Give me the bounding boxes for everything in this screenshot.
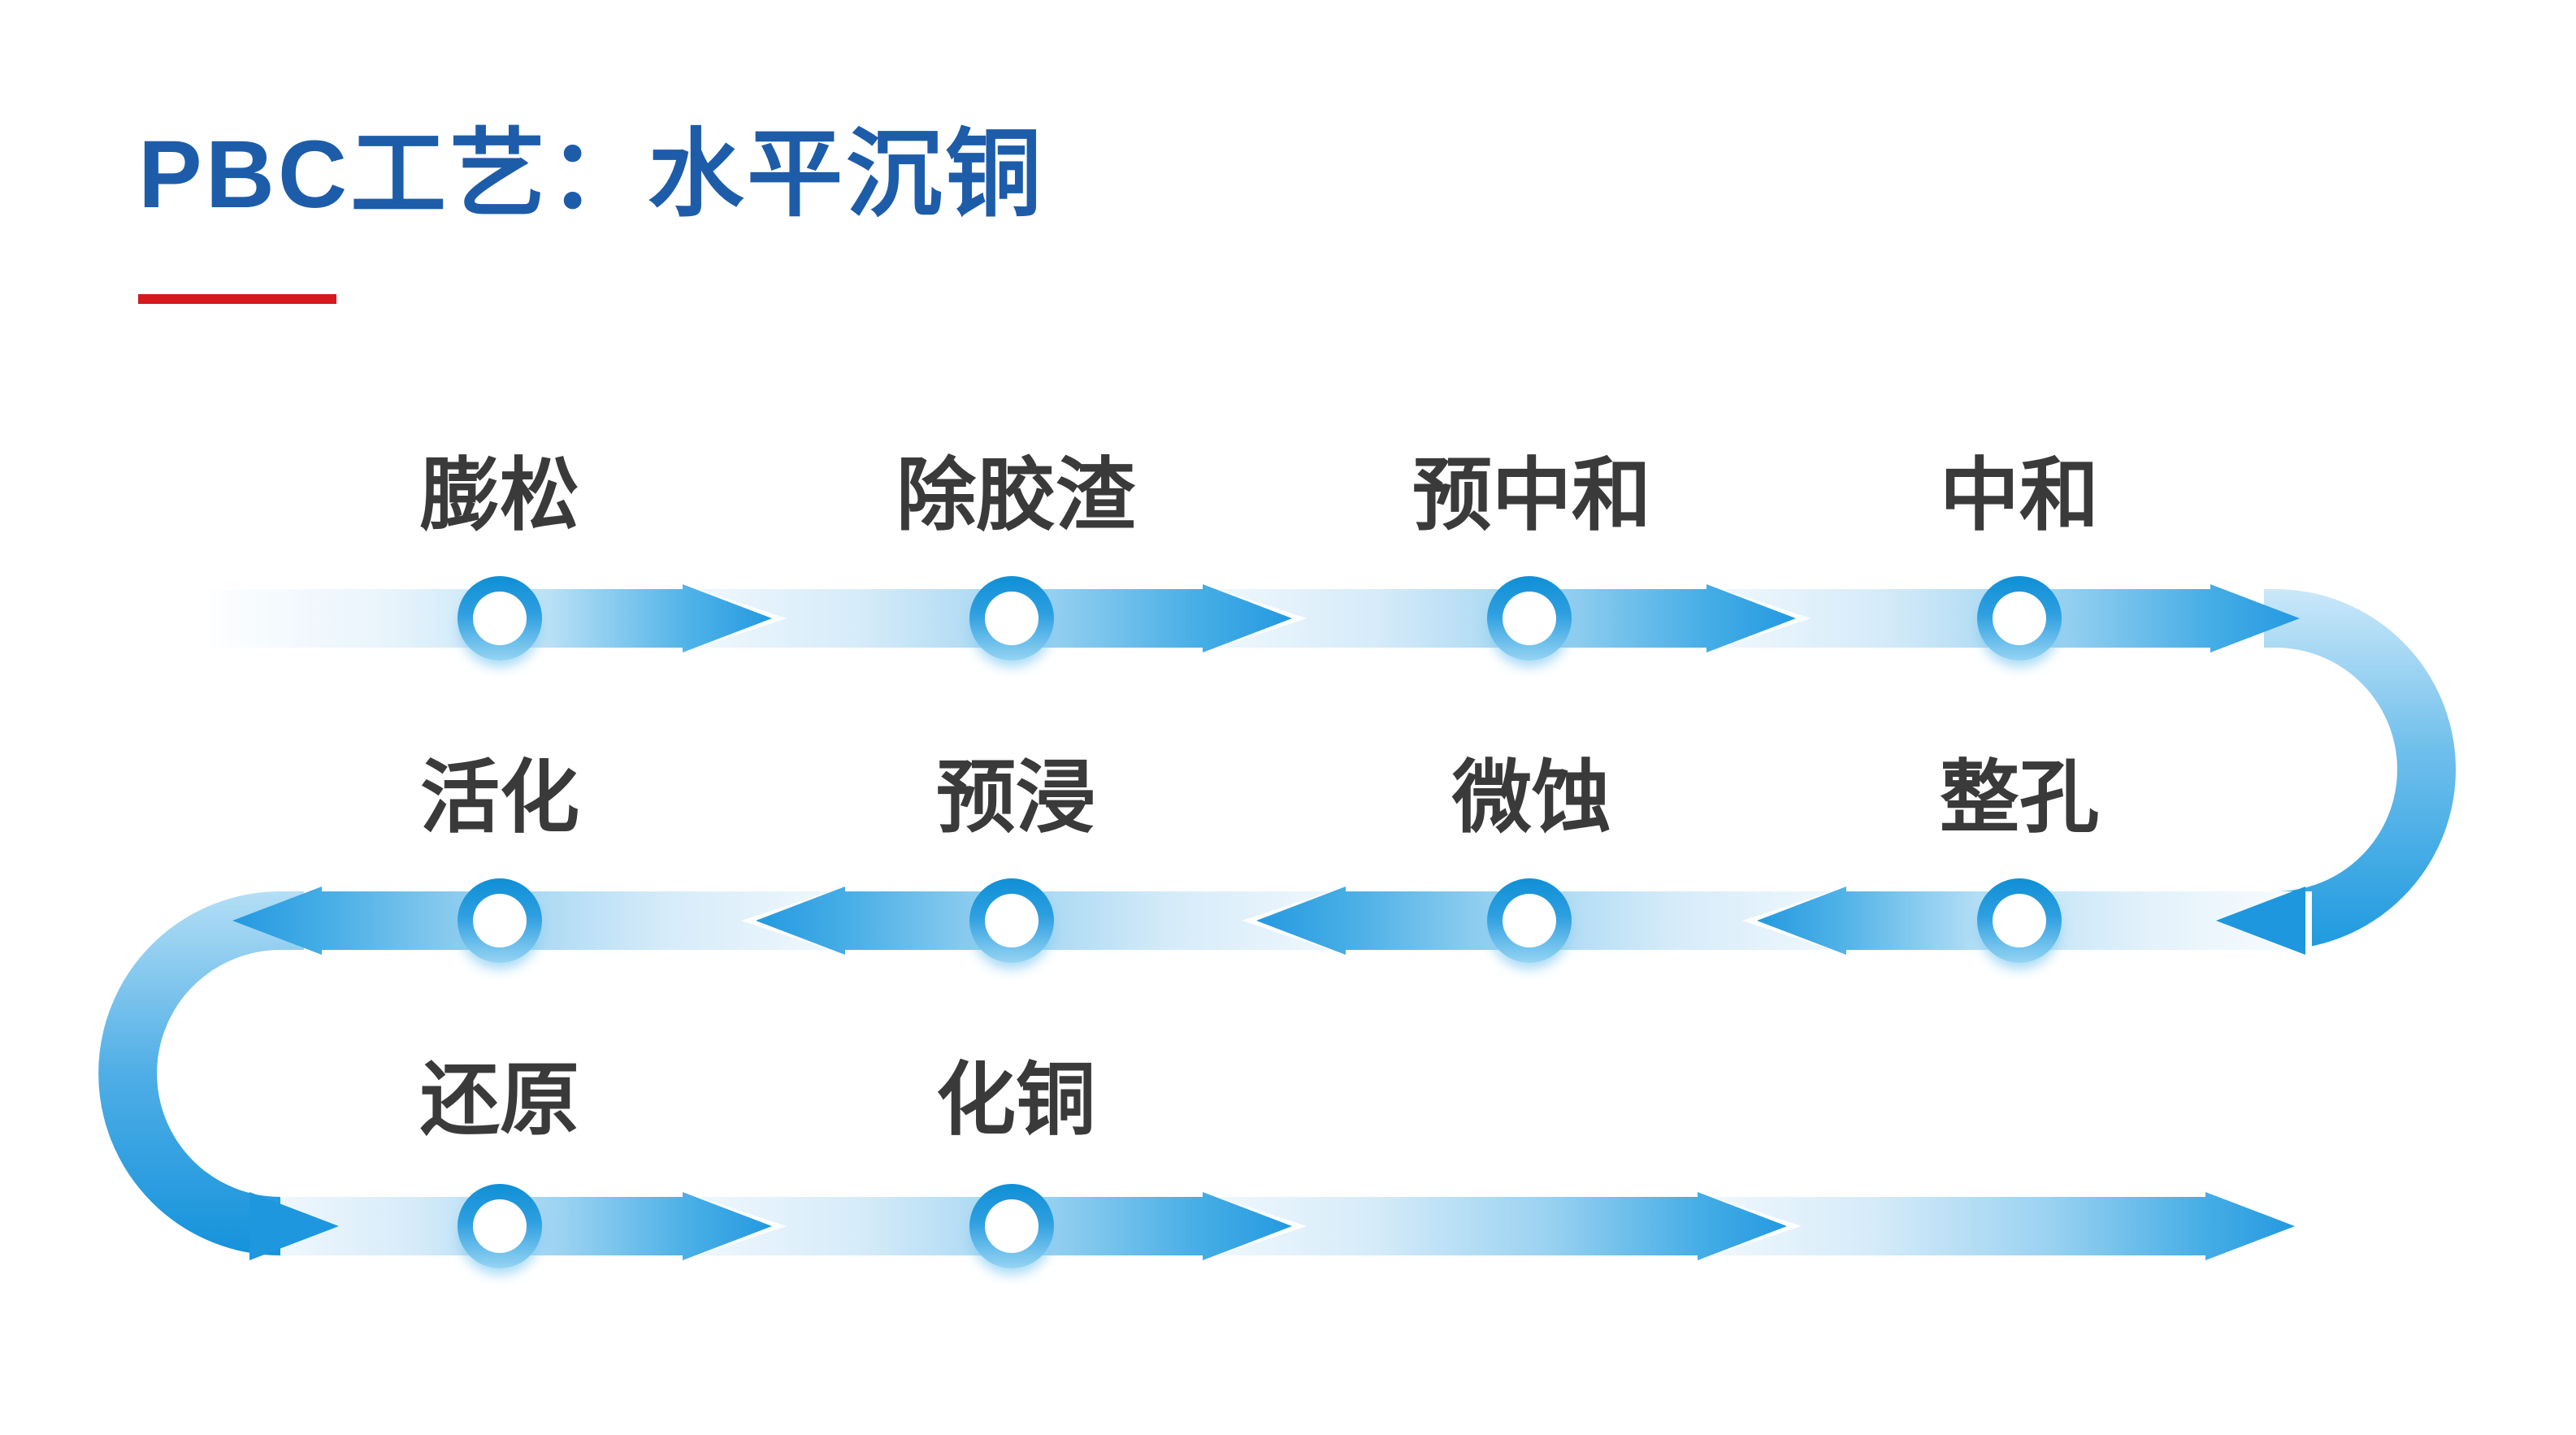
step-node-icon [969, 878, 1054, 963]
right-uturn-curve [2264, 589, 2456, 950]
step-6-label: 微蚀 [1451, 752, 1612, 842]
step-8-label: 活化 [419, 752, 580, 842]
step-node-icon [969, 1184, 1054, 1268]
left-uturn-curve [98, 891, 304, 1255]
step-node-icon [458, 576, 542, 661]
step-node-icon [969, 576, 1054, 661]
step-10-label: 化铜 [935, 1055, 1096, 1144]
flow-segment [1712, 1192, 2295, 1260]
step-5-label: 整孔 [1939, 752, 2100, 842]
step-node-icon [1977, 878, 2062, 963]
step-node-icon [1487, 576, 1572, 661]
page-title: PBC工艺：水平沉铜 [138, 121, 1045, 228]
step-9-label: 还原 [419, 1055, 580, 1144]
step-2-label: 除胶渣 [896, 450, 1136, 540]
step-node-icon [1977, 576, 2062, 661]
step-node-icon [458, 878, 542, 963]
step-node-icon [1487, 878, 1572, 963]
step-node-icon [458, 1184, 542, 1268]
flow-segment [1217, 1192, 1787, 1260]
step-4-label: 中和 [1939, 450, 2100, 540]
step-1-label: 膨松 [419, 450, 580, 540]
step-7-label: 预浸 [935, 752, 1096, 842]
title-underline [138, 294, 336, 304]
step-3-label: 预中和 [1412, 450, 1652, 540]
